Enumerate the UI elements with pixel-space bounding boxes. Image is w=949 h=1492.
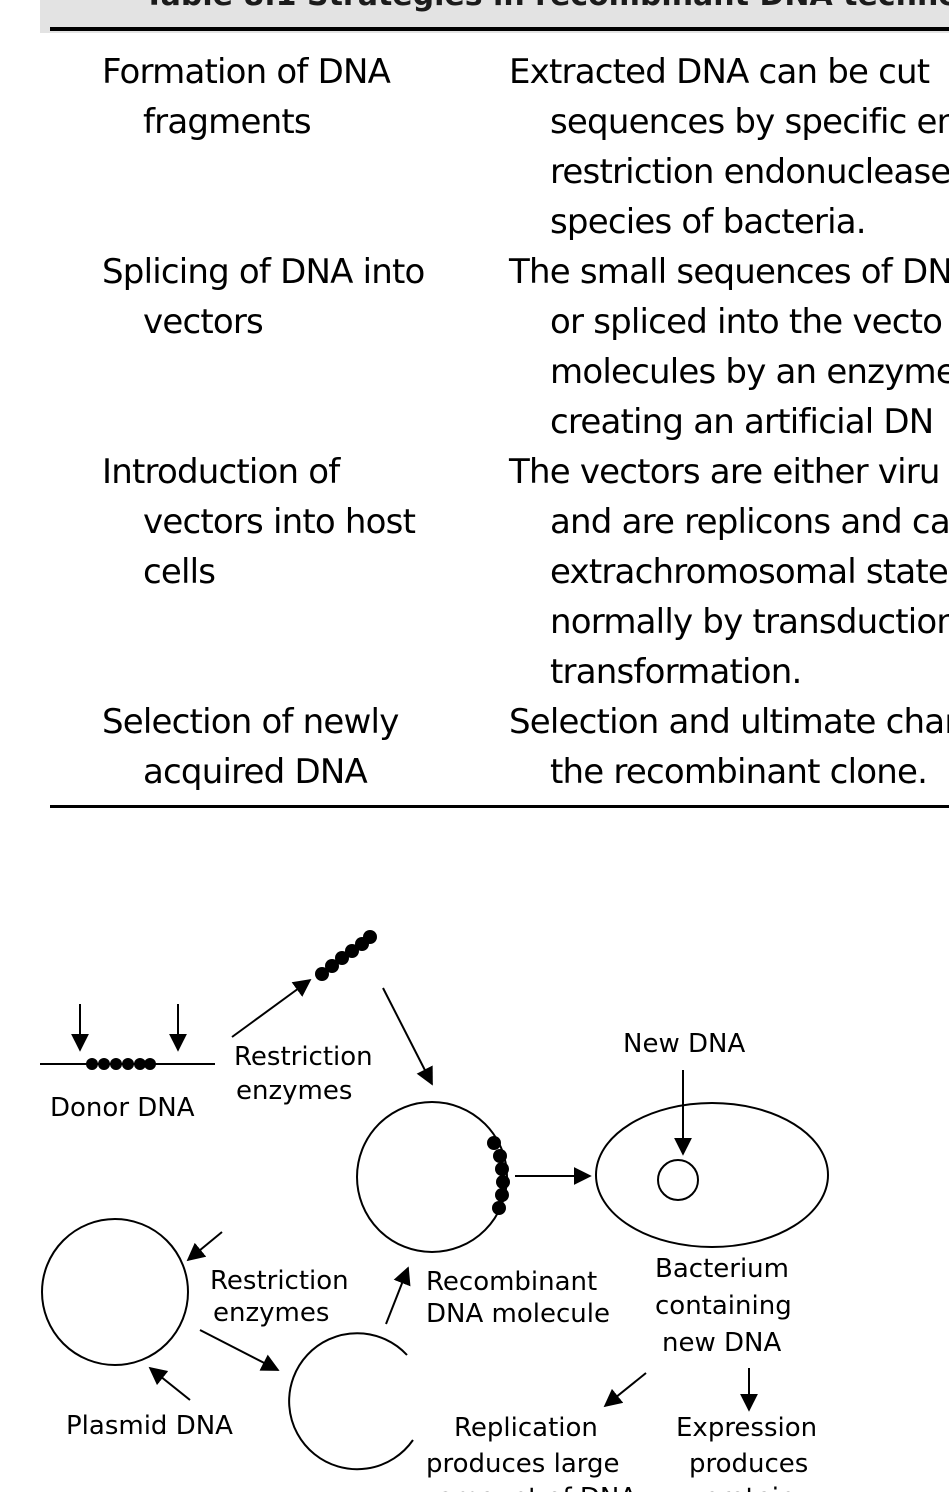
step-line: cells (143, 552, 216, 592)
replication-label-line-1: Replication (454, 1413, 598, 1443)
description-line: The small sequences of DN (509, 252, 949, 292)
donor-dna-strand (40, 1058, 215, 1070)
step-line: Formation of DNA (102, 52, 391, 92)
restriction-enzymes-top-line-1: Restriction (234, 1042, 373, 1072)
description-line: the recombinant clone. (550, 752, 928, 792)
bacterium-cell (595, 1102, 829, 1248)
arrow-fragment-to-recombinant (382, 987, 433, 1086)
recombinant-insert-beads (487, 1136, 510, 1215)
description-line: transformation. (550, 652, 802, 692)
description-line: Extracted DNA can be cut (509, 52, 930, 92)
table-row: Splicing of DNA into vectors The small s… (0, 247, 949, 447)
table-caption: Table 8.1 Strategies in recombinant DNA … (144, 0, 949, 13)
expression-label-line-1: Expression (676, 1413, 817, 1443)
description-line: creating an artificial DN (550, 402, 934, 442)
bacterium-label-line-2: containing (655, 1291, 792, 1321)
step-line: Splicing of DNA into (102, 252, 425, 292)
arrow-to-replication (603, 1372, 647, 1408)
description-line: or spliced into the vecto (550, 302, 943, 342)
recombinant-label-line-1: Recombinant (426, 1267, 597, 1297)
description-line: molecules by an enzyme (550, 352, 949, 392)
description-line: normally by transduction (550, 602, 949, 642)
table-bottom-rule (50, 805, 949, 808)
cut-arrow-plasmid-top (186, 1231, 223, 1262)
restriction-enzymes-bottom-line-2: enzymes (213, 1298, 329, 1328)
step-cell: Formation of DNA fragments (102, 47, 391, 147)
step-line: vectors into host (143, 502, 416, 542)
step-cell: Selection of newly acquired DNA (102, 697, 399, 797)
plasmid-dna-label: Plasmid DNA (66, 1411, 233, 1441)
step-line: vectors (143, 302, 264, 342)
arrow-plasmid-to-opened (199, 1329, 280, 1371)
restriction-enzymes-top-line-2: enzymes (236, 1076, 352, 1106)
table-row: Selection of newly acquired DNA Selectio… (0, 697, 949, 797)
step-cell: Introduction of vectors into host cells (102, 447, 416, 597)
expression-label-line-2: produces (689, 1449, 808, 1479)
expression-label-line-3: protein (703, 1483, 795, 1492)
replication-label-line-2: produces large (426, 1449, 620, 1479)
description-cell: Selection and ultimate char the recombin… (509, 697, 949, 797)
description-line: and are replicons and ca (550, 502, 949, 542)
strategies-table: Formation of DNA fragments Extracted DNA… (0, 47, 949, 797)
description-line: The vectors are either viru (509, 452, 940, 492)
description-line: Selection and ultimate char (509, 702, 949, 742)
recombinant-dna-diagram: Donor DNA Restriction enzymes New DNA Re… (0, 900, 949, 1492)
new-dna-plasmid (657, 1159, 699, 1201)
description-line: species of bacteria. (550, 202, 867, 242)
step-line: acquired DNA (143, 752, 368, 792)
bacterium-label-line-3: new DNA (662, 1328, 781, 1358)
plasmid-dna-circle (41, 1218, 189, 1366)
new-dna-label: New DNA (623, 1029, 745, 1059)
table-top-rule (50, 27, 949, 31)
step-line: Introduction of (102, 452, 340, 492)
donor-dna-label: Donor DNA (50, 1093, 195, 1123)
opened-plasmid-arc (288, 1332, 414, 1471)
restriction-enzymes-bottom-line-1: Restriction (210, 1266, 349, 1296)
arrow-opened-to-recombinant (385, 1266, 411, 1325)
cut-arrow-plasmid-bottom (148, 1366, 191, 1401)
replication-label-line-3: amount of DNA (438, 1483, 637, 1492)
arrow-to-fragment (231, 978, 312, 1038)
table-row: Introduction of vectors into host cells … (0, 447, 949, 697)
bacterium-label-line-1: Bacterium (655, 1254, 789, 1284)
step-line: fragments (143, 102, 312, 142)
description-line: sequences by specific en (550, 102, 949, 142)
donor-insert-beads (86, 1058, 156, 1070)
diagram-canvas: Donor DNA Restriction enzymes New DNA Re… (40, 930, 829, 1492)
description-cell: Extracted DNA can be cut sequences by sp… (509, 47, 949, 247)
step-line: Selection of newly (102, 702, 399, 742)
description-line: restriction endonuclease (550, 152, 949, 192)
table-row: Formation of DNA fragments Extracted DNA… (0, 47, 949, 247)
description-line: extrachromosomal state (550, 552, 949, 592)
step-cell: Splicing of DNA into vectors (102, 247, 425, 347)
excised-dna-fragment (315, 930, 377, 981)
description-cell: The vectors are either viru and are repl… (509, 447, 949, 697)
recombinant-label-line-2: DNA molecule (426, 1299, 610, 1329)
description-cell: The small sequences of DN or spliced int… (509, 247, 949, 447)
recombinant-dna-circle (356, 1101, 508, 1253)
